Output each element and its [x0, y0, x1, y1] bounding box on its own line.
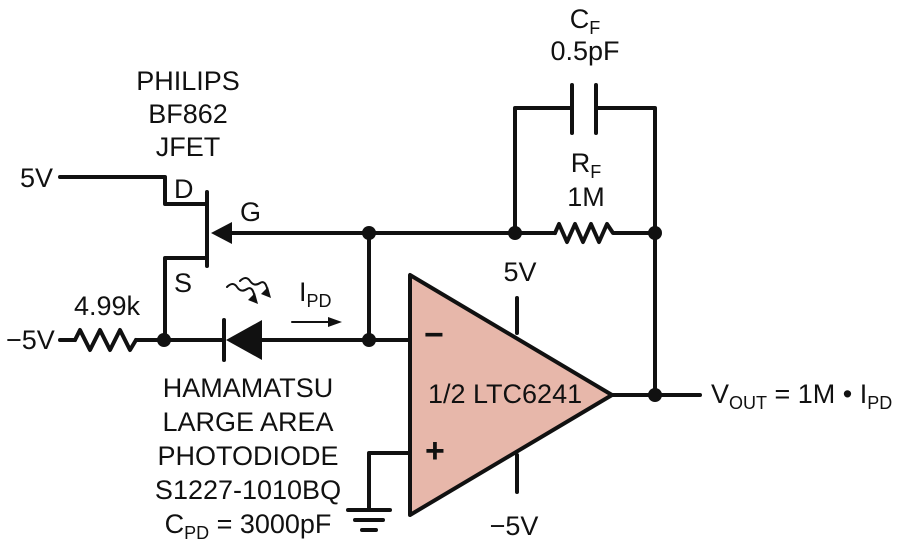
junction-dot [362, 333, 376, 347]
supply-neg5v-label: −5V [6, 325, 55, 355]
output-equation: VOUT = 1M • IPD [711, 379, 893, 413]
photodiode-line1: HAMAMATSU [162, 373, 334, 403]
wire-source [163, 256, 209, 342]
photodiode-capacitance: CPD = 3000pF [164, 509, 332, 543]
jfet-line1: PHILIPS [136, 66, 240, 96]
feedback-res-name: RF [570, 148, 602, 182]
feedback-res-value: 1M [567, 182, 605, 212]
ipd-arrowhead [328, 317, 342, 327]
photocurrent-label: IPD [299, 277, 332, 311]
light-arrowhead-1 [248, 293, 258, 304]
ground-icon [346, 508, 392, 532]
jfet-line2: BF862 [148, 99, 228, 129]
jfet-gate-arrow [211, 222, 232, 244]
photodiode-line3: PHOTODIODE [157, 441, 339, 471]
opamp-inverting-sign: − [424, 316, 444, 354]
light-arrowhead-2 [261, 287, 271, 298]
wire-noninv-ground [367, 451, 412, 510]
junction-dot [157, 333, 171, 347]
feedback-cap-value: 0.5pF [550, 36, 620, 66]
opamp-noninverting-sign: + [425, 432, 445, 470]
photodiode-anode-triangle [226, 320, 262, 360]
opamp-supply-pos-label: 5V [503, 257, 537, 287]
resistor-bias-value: 4.99k [73, 291, 141, 321]
wire-cf-left [513, 106, 572, 235]
wire-cf-right [596, 106, 657, 397]
photodiode-line4: S1227-1010BQ [154, 475, 342, 505]
supply-5v-label: 5V [20, 163, 54, 193]
opamp-supply-neg-label: −5V [489, 511, 539, 541]
light-ray-2 [239, 277, 269, 294]
junction-dot [648, 388, 662, 402]
light-ray-1 [226, 283, 256, 300]
jfet-source-label: S [174, 268, 193, 298]
junction-dot [508, 226, 522, 240]
feedback-cap-name: CF [569, 4, 601, 38]
jfet-drain-label: D [174, 174, 194, 204]
opamp-body [408, 273, 614, 517]
resistor-bias [73, 328, 138, 352]
junction-dot [362, 226, 376, 240]
jfet-gate-label: G [240, 197, 262, 227]
photodiode-line2: LARGE AREA [162, 407, 334, 437]
junction-dot [648, 226, 662, 240]
opamp-name: 1/2 LTC6241 [428, 379, 583, 409]
resistor-rf [553, 222, 619, 244]
jfet-line3: JFET [155, 132, 221, 162]
wire-5v-drain [58, 175, 209, 206]
